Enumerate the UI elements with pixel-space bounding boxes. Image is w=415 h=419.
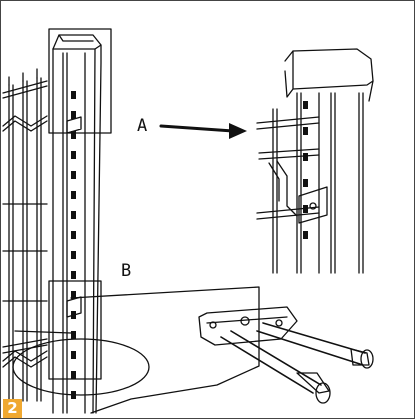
callout-label-a: A xyxy=(137,116,148,136)
detail-a-post xyxy=(284,48,374,274)
detail-a-wires xyxy=(256,108,328,274)
arrow-right-icon xyxy=(159,123,247,139)
fence-post xyxy=(52,34,102,414)
callout-label-b: B xyxy=(121,261,132,281)
step-number-badge: 2 xyxy=(7,399,18,417)
mesh-panel xyxy=(2,68,48,402)
step-badge-bg xyxy=(3,399,22,418)
callout-box-bottom xyxy=(48,280,102,380)
ground-plane xyxy=(12,286,260,414)
pliers-tool-icon xyxy=(198,306,374,404)
callout-box-top xyxy=(48,28,112,134)
